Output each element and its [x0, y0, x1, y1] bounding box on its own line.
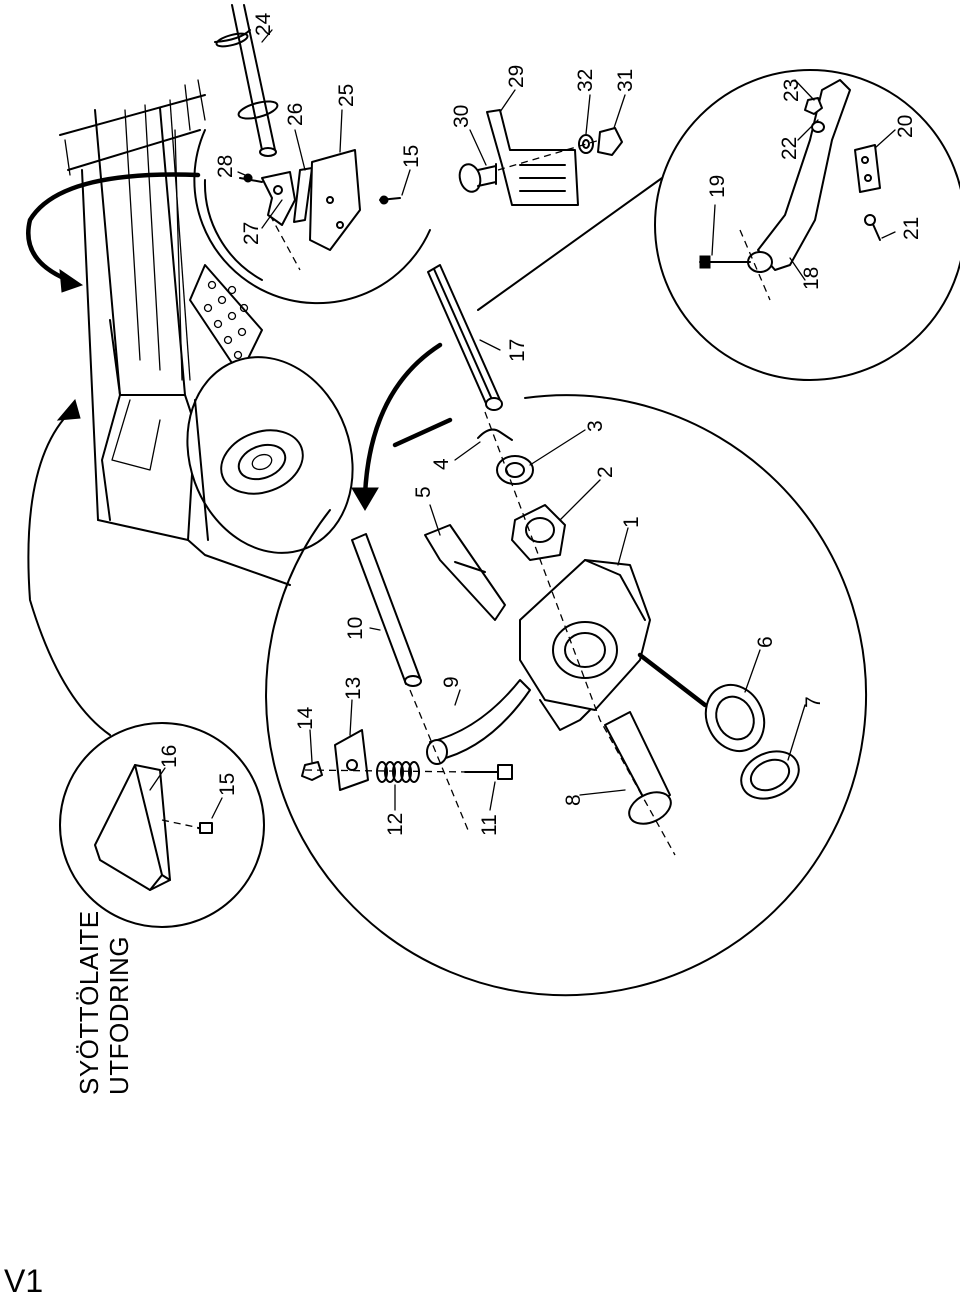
callout-24: 24 [252, 12, 275, 36]
callout-8: 8 [562, 794, 585, 806]
callout-15-top: 15 [400, 145, 423, 168]
callout-14: 14 [294, 706, 317, 730]
callout-2: 2 [594, 466, 617, 478]
callout-21: 21 [900, 217, 923, 240]
callout-1: 1 [620, 516, 643, 528]
wheel [186, 356, 354, 554]
callout-labels: 24 28 27 26 25 15 30 29 32 31 19 22 23 2… [158, 12, 923, 836]
machine-body [59, 79, 354, 586]
pointer-arrows [26, 172, 453, 736]
title-line-2: UTFODRING [104, 936, 134, 1095]
callout-18: 18 [800, 267, 823, 290]
callout-20: 20 [894, 115, 917, 138]
callout-9: 9 [440, 676, 463, 688]
callout-16: 16 [158, 745, 181, 768]
perforation-holes [203, 280, 249, 360]
callout-17: 17 [506, 339, 529, 362]
callout-5: 5 [412, 486, 435, 498]
callout-30: 30 [450, 105, 473, 128]
callout-15-left: 15 [216, 773, 239, 796]
callout-26: 26 [284, 103, 307, 126]
detail-circle-main [265, 394, 867, 997]
detail-circle-top [193, 4, 431, 305]
callout-12: 12 [384, 813, 407, 836]
parts-29-32 [458, 89, 626, 206]
callout-19: 19 [706, 175, 729, 198]
callout-29: 29 [505, 65, 528, 88]
callout-11: 11 [478, 814, 501, 836]
detail-circle-left [59, 722, 265, 928]
callout-27: 27 [240, 222, 263, 245]
callout-10: 10 [344, 617, 367, 640]
title-block: SYÖTTÖLAITE UTFODRING [74, 910, 134, 1095]
detail-circle-right [477, 69, 960, 381]
callout-13: 13 [342, 677, 365, 700]
callout-25: 25 [335, 84, 358, 107]
callout-6: 6 [754, 636, 777, 648]
title-line-1: SYÖTTÖLAITE [74, 910, 104, 1095]
shaft-17 [427, 264, 503, 411]
spring-12 [376, 761, 420, 783]
callout-28: 28 [214, 155, 237, 178]
callout-7: 7 [802, 696, 825, 708]
callout-4: 4 [430, 458, 453, 470]
page-code: V1 [4, 1263, 43, 1297]
callout-32: 32 [574, 69, 597, 92]
callout-31: 31 [614, 69, 637, 92]
callout-23: 23 [780, 79, 803, 102]
callout-22: 22 [778, 137, 801, 160]
callout-3: 3 [584, 420, 607, 432]
